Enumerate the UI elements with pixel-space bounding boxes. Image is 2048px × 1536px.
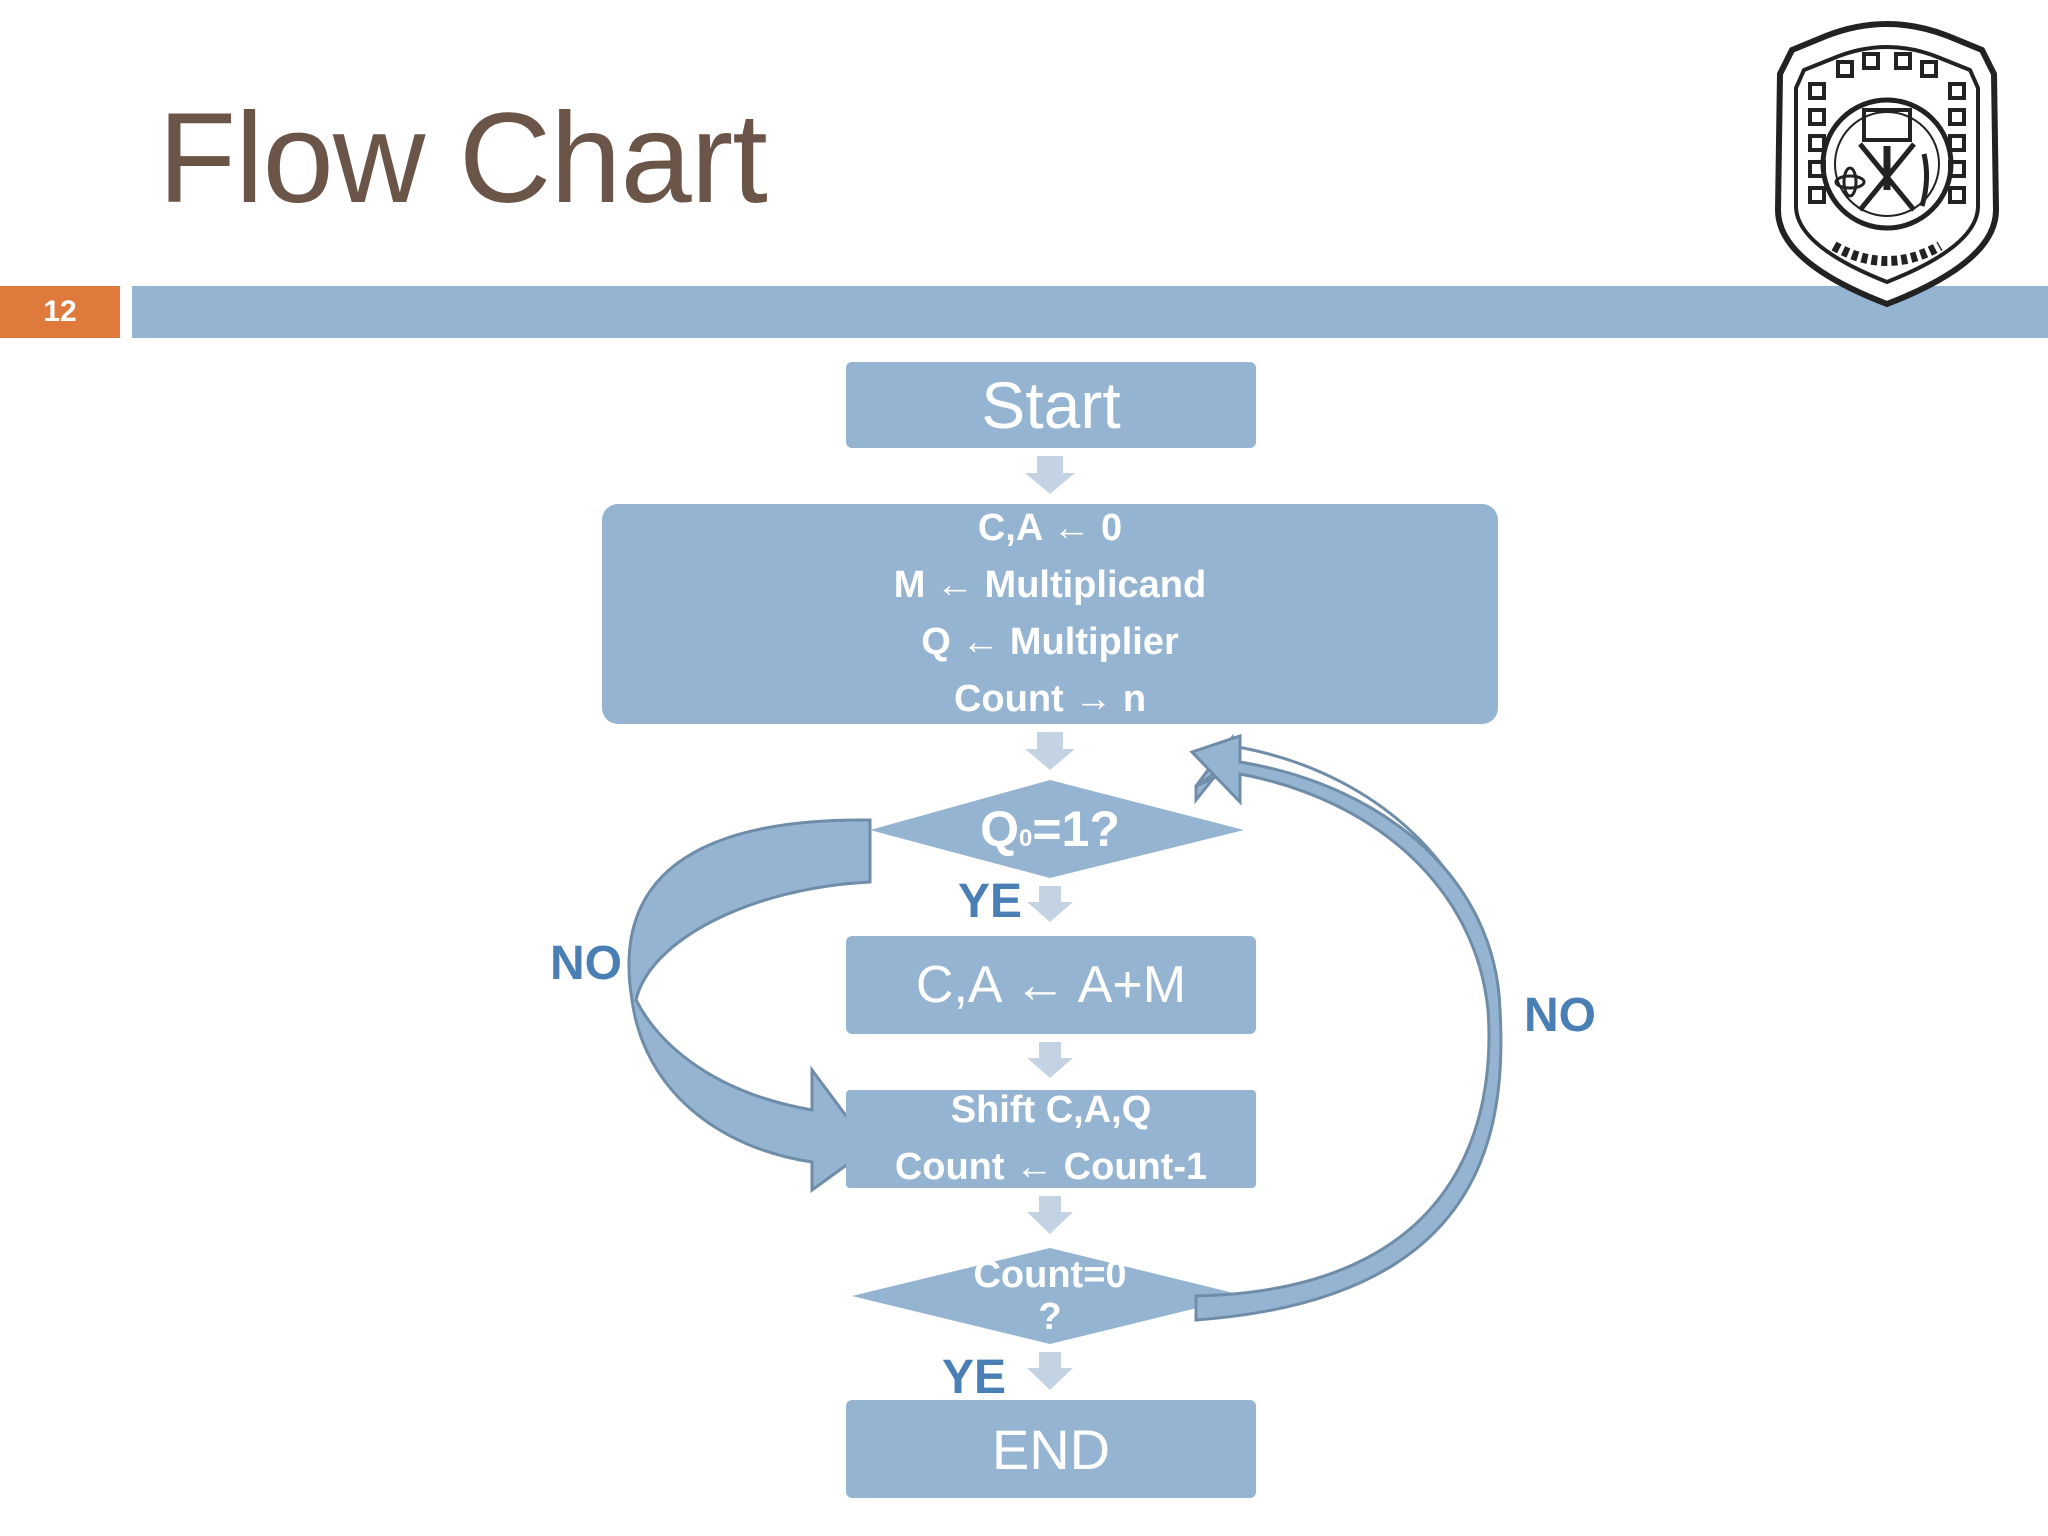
- university-seal-icon: [1774, 21, 2000, 308]
- decision1-yes-label: YE: [958, 875, 1023, 928]
- initialize-process: C,A ← 0 M ← Multiplicand Q ← Multiplier …: [602, 504, 1498, 724]
- init-line: Q ← Multiplier: [921, 621, 1179, 663]
- end-terminal: END: [846, 1400, 1256, 1498]
- decision-q0-text: Q0=1?: [900, 804, 1200, 854]
- init-line: Count → n: [953, 678, 1147, 720]
- start-label: Start: [981, 368, 1121, 442]
- decision-q0: [870, 780, 1244, 878]
- slide-title: Flow Chart: [158, 87, 768, 230]
- down-arrow: [1027, 1042, 1073, 1078]
- add-step-label: C,A ← A+M: [915, 956, 1187, 1014]
- decision-count-line: Count=0: [973, 1254, 1127, 1296]
- decision-count-text: Count=0 ?: [900, 1256, 1200, 1336]
- start-terminal: Start: [846, 362, 1256, 448]
- slide-number: 12: [0, 286, 120, 338]
- title-rule: [132, 286, 2048, 338]
- down-arrow: [1027, 1352, 1073, 1390]
- shift-line: Count ← Count-1: [894, 1146, 1208, 1188]
- end-label: END: [991, 1417, 1111, 1481]
- add-process: C,A ← A+M: [846, 936, 1256, 1034]
- decision-q0-q: Q: [980, 801, 1019, 857]
- down-arrow: [1027, 886, 1073, 922]
- down-arrow: [1027, 1196, 1073, 1234]
- shift-process: Shift C,A,Q Count ← Count-1: [846, 1089, 1256, 1188]
- decision-count-line: ?: [1038, 1296, 1062, 1338]
- decision1-no-label: NO: [550, 937, 622, 990]
- decision-count: [852, 1248, 1246, 1344]
- down-arrow: [1025, 732, 1075, 770]
- init-line: C,A ← 0: [977, 507, 1123, 549]
- decision2-yes-label: YE: [942, 1351, 1007, 1404]
- decision-q0-rest: =1?: [1032, 801, 1120, 857]
- down-arrow: [1025, 456, 1075, 494]
- no-loop-arrow-left: [627, 818, 873, 1193]
- decision-q0-sub: 0: [1018, 825, 1033, 852]
- init-line: M ← Multiplicand: [893, 564, 1207, 606]
- decision2-no-label: NO: [1524, 989, 1596, 1042]
- shift-line: Shift C,A,Q: [950, 1089, 1152, 1131]
- no-loop-arrow-right-body: [1189, 733, 1503, 1322]
